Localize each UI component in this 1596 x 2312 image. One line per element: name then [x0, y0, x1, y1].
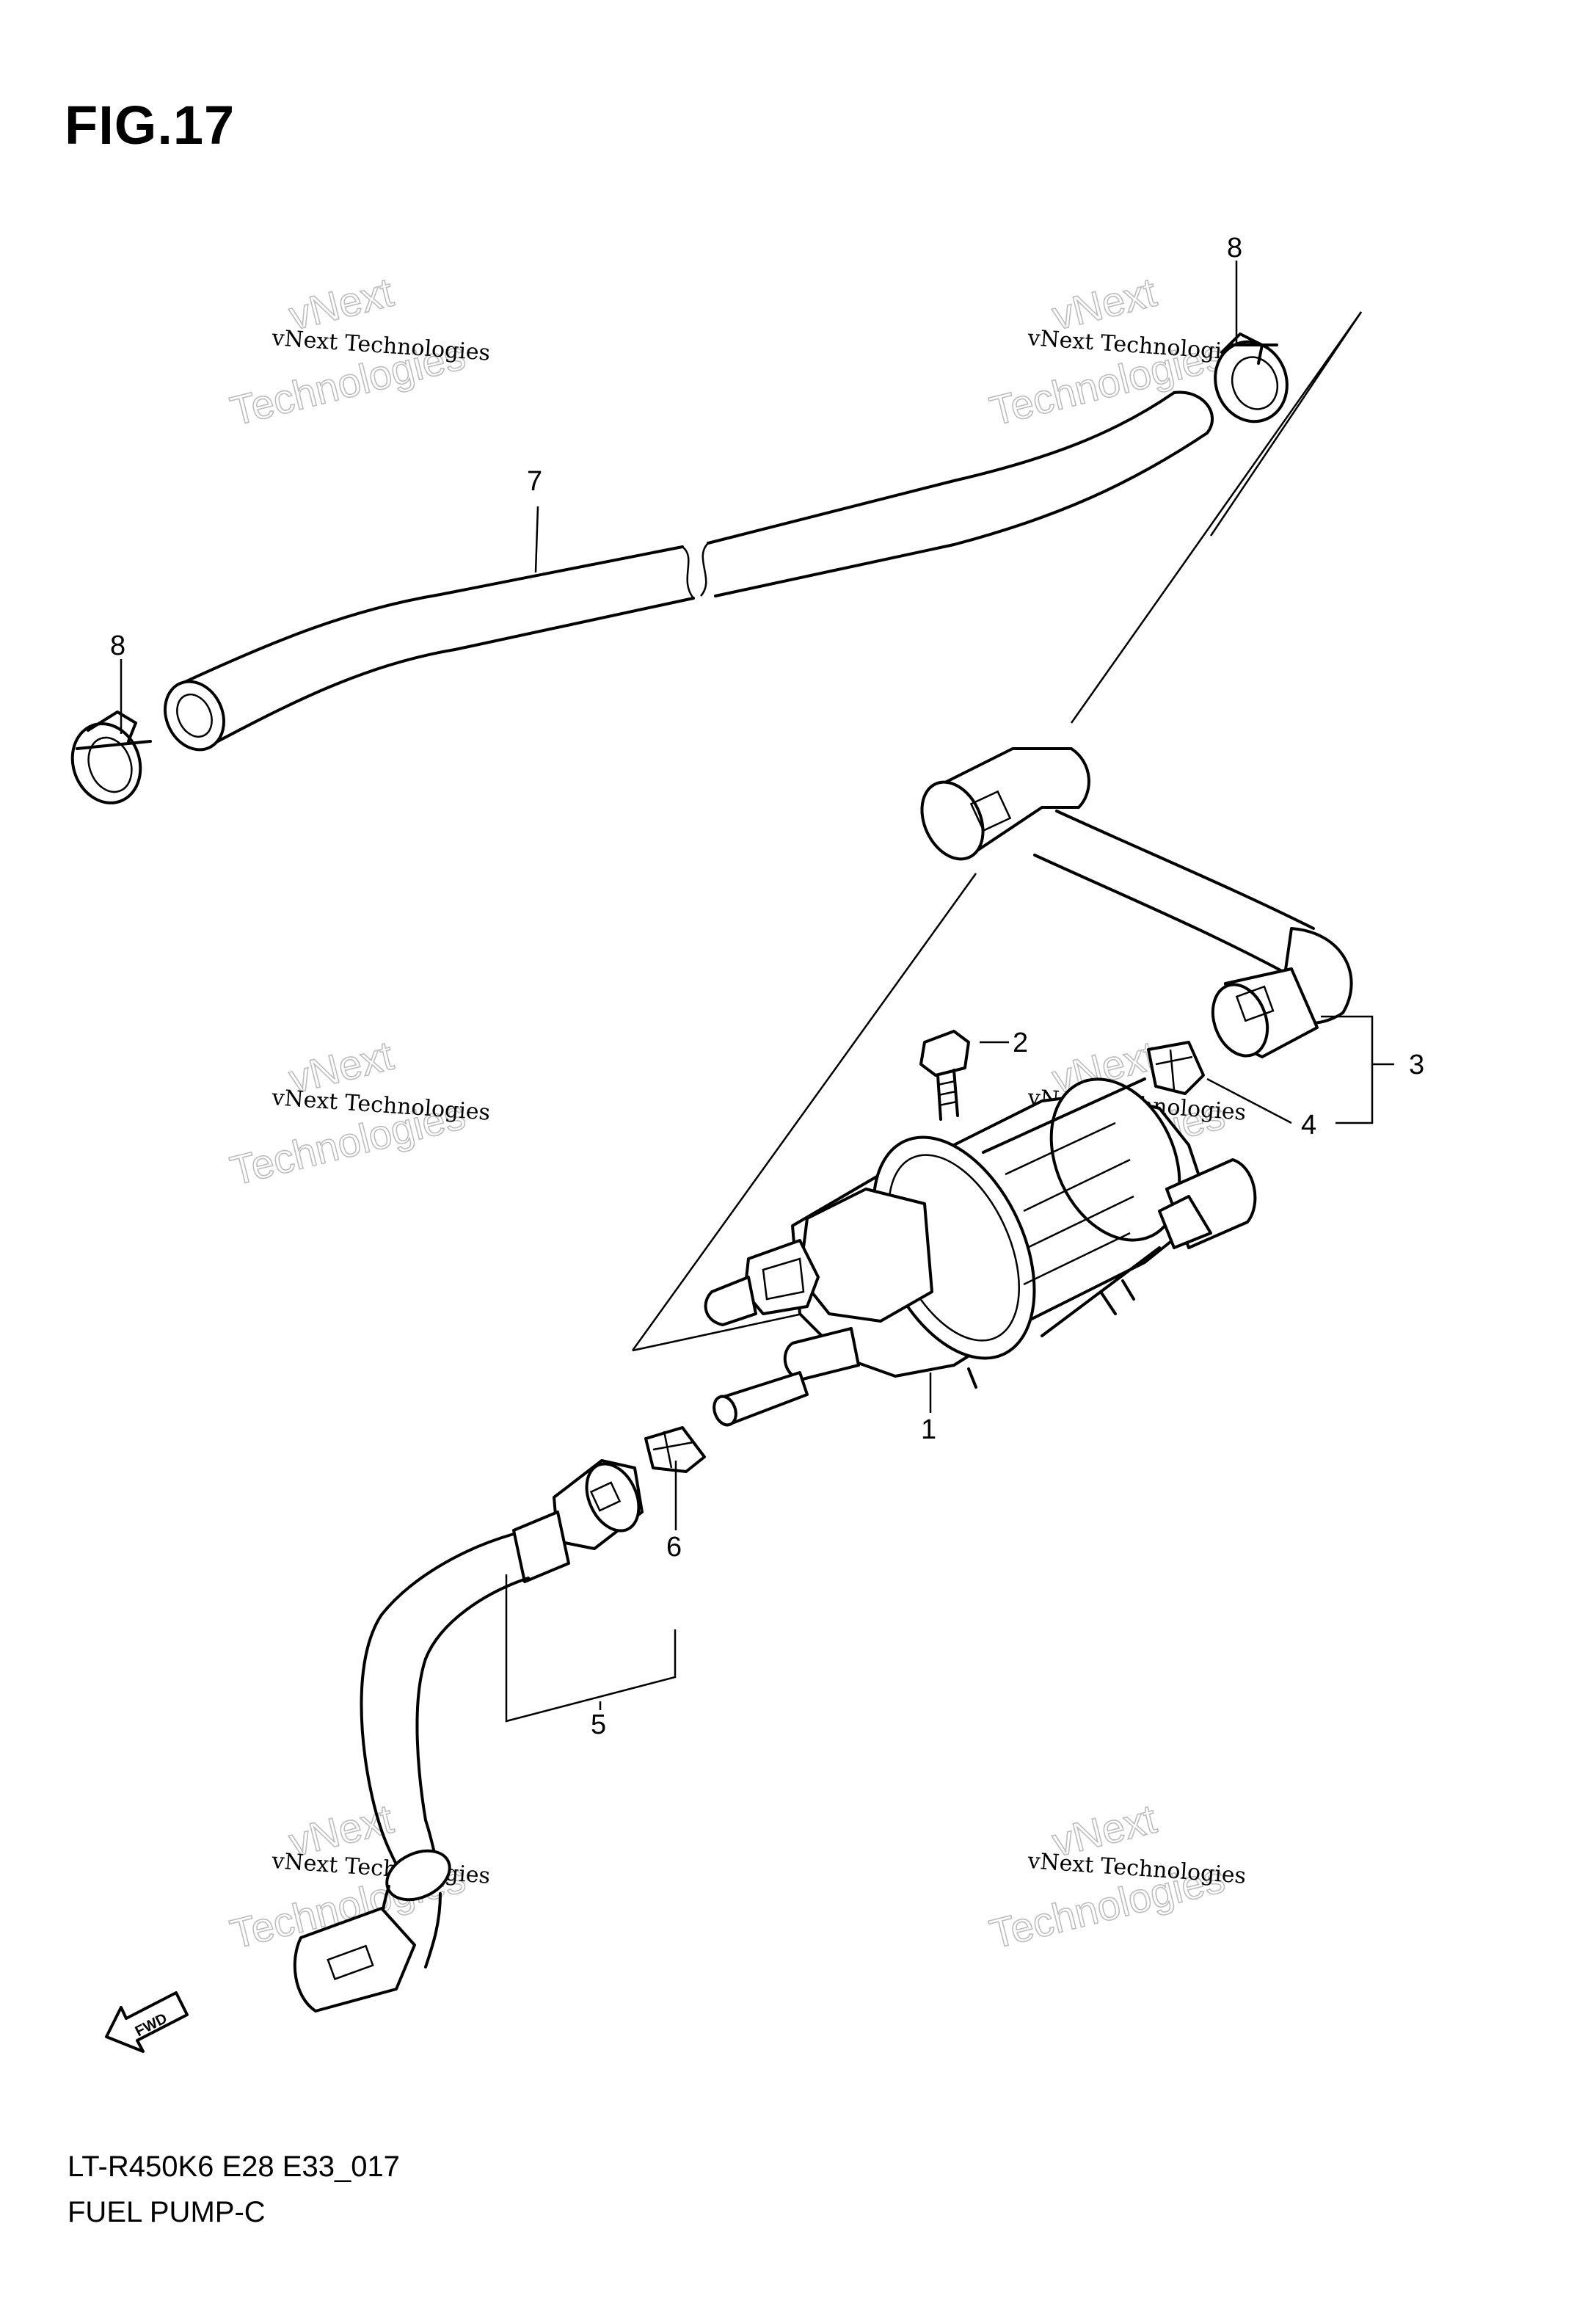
clip-part-4 [1147, 1041, 1205, 1095]
watermark-top-left: vNext Technologies vNext Technologies [225, 268, 491, 435]
watermark-bottom-right: vNext Technologies vNext Technologies [985, 1795, 1247, 1957]
callout-8-left: 8 [110, 630, 125, 661]
callout-labels: 7 8 8 2 3 4 1 6 5 [110, 233, 1424, 1740]
figure-name: FUEL PUMP-C [68, 2196, 266, 2228]
bolt-part-2 [919, 1030, 970, 1121]
callout-2: 2 [1013, 1028, 1028, 1058]
fwd-arrow-icon: FWD [105, 1991, 189, 2053]
callout-4: 4 [1301, 1110, 1316, 1141]
hose-clamp-part-8-right [1214, 332, 1289, 423]
pump-nipple [713, 1371, 809, 1427]
callout-3: 3 [1409, 1050, 1424, 1080]
callout-1: 1 [921, 1414, 936, 1445]
callout-5: 5 [591, 1709, 606, 1740]
fuel-hose-part-7 [164, 390, 1214, 752]
watermark-middle-left: vNext Technologies vNext Technologies [225, 1031, 491, 1194]
hose-clamp-part-8-left [70, 710, 152, 804]
outlet-hose-part-3 [920, 747, 1353, 1058]
clip-part-6 [644, 1426, 706, 1473]
figure-code: LT-R450K6 E28 E33_017 [68, 2151, 400, 2183]
inlet-hose-part-5 [293, 1459, 644, 2013]
callout-6: 6 [666, 1532, 682, 1563]
watermark-top-right: vNext Technologies vNext Technologies [985, 268, 1247, 435]
callout-leaders [120, 261, 1394, 1723]
callout-7: 7 [527, 466, 542, 497]
fuel-pump-part-1 [704, 1077, 1257, 1389]
callout-8-right: 8 [1227, 233, 1242, 263]
figure-title: FIG.17 [65, 95, 236, 156]
